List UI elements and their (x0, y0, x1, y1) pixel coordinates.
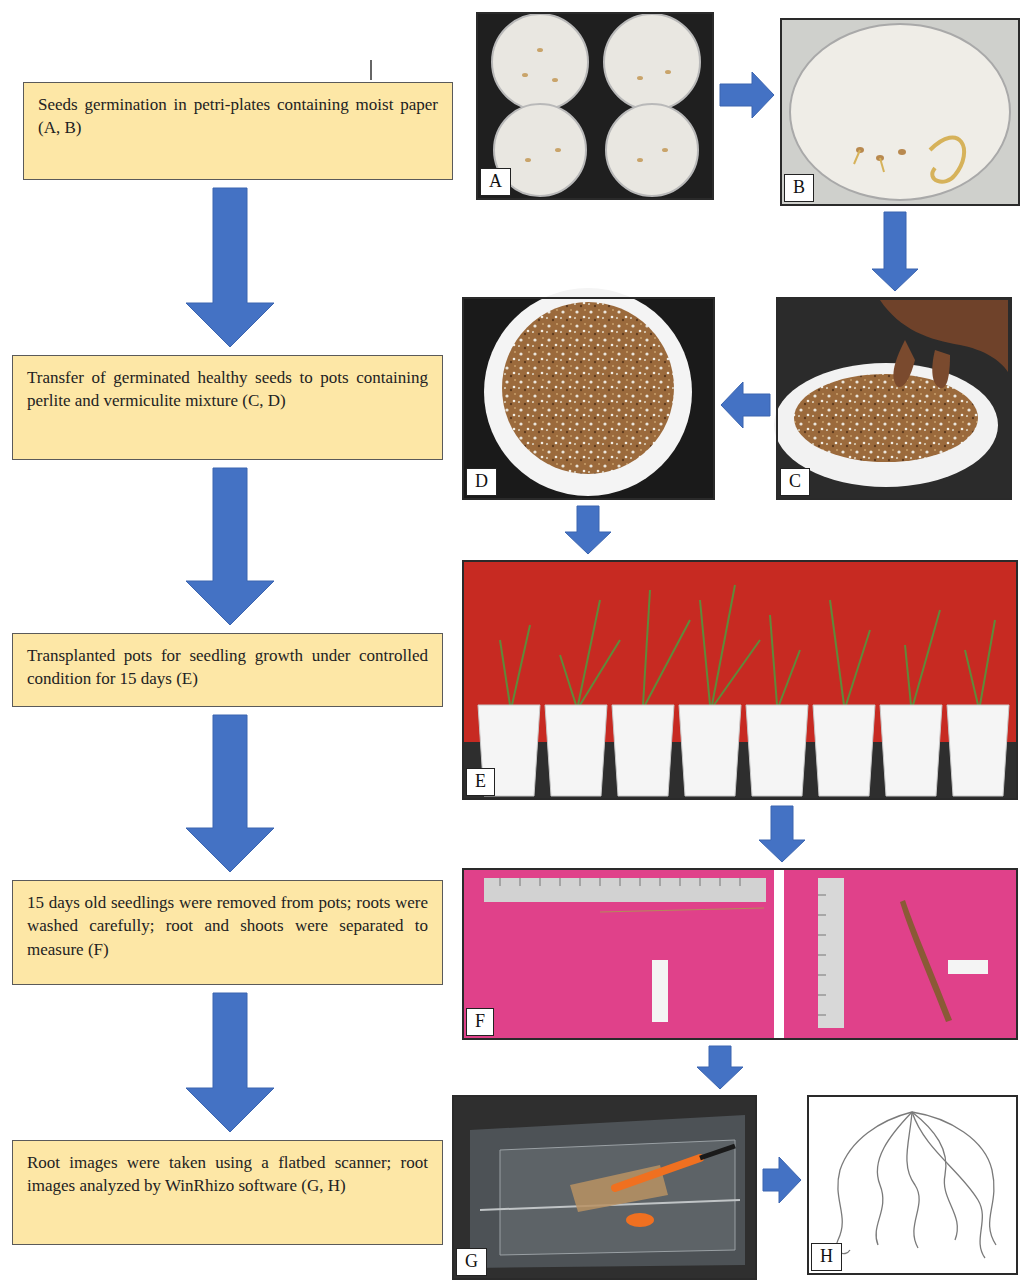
root-scan-image (809, 1097, 1016, 1273)
pot-mixture-photo (464, 288, 713, 498)
block-arrow (186, 188, 274, 347)
panel-letter: H (811, 1243, 842, 1271)
photo-panel: A (476, 12, 714, 200)
panel-letter: F (466, 1008, 494, 1036)
photo-panel: E (462, 560, 1018, 800)
step-text: Transfer of germinated healthy seeds to … (27, 366, 428, 413)
photo-panel: D (462, 297, 715, 500)
step-text: Root images were taken using a flatbed s… (27, 1151, 428, 1198)
process-box: 15 days old seedlings were removed from … (12, 880, 443, 985)
panel-letter: E (466, 768, 495, 796)
photo-panel: F (462, 868, 1018, 1040)
panel-letter: D (466, 468, 497, 496)
flatbed-scanner-photo (454, 1097, 755, 1278)
panel-letter: A (480, 168, 511, 196)
block-arrow (565, 506, 611, 554)
process-box: Seeds germination in petri-plates contai… (23, 82, 453, 180)
step-text: 15 days old seedlings were removed from … (27, 891, 428, 961)
step-text: Seeds germination in petri-plates contai… (38, 93, 438, 140)
photo-panel: G (452, 1095, 757, 1280)
process-box: Transplanted pots for seedling growth un… (12, 633, 443, 707)
block-arrow (872, 212, 918, 291)
seedling-pots-photo (464, 562, 1016, 798)
block-arrow (697, 1046, 743, 1089)
germinated-seeds-photo (782, 20, 1018, 204)
panel-letter: B (784, 174, 814, 202)
panel-letter: G (456, 1248, 487, 1276)
photo-panel: B (780, 18, 1020, 206)
block-arrow (186, 993, 274, 1132)
process-box: Root images were taken using a flatbed s… (12, 1140, 443, 1245)
block-arrow (186, 715, 274, 872)
process-box: Transfer of germinated healthy seeds to … (12, 355, 443, 460)
block-arrow (759, 806, 805, 862)
seed-transfer-photo (774, 299, 1010, 498)
block-arrow (186, 468, 274, 625)
photo-panel: C (776, 297, 1012, 500)
block-arrow (721, 382, 770, 428)
photo-panel: H (807, 1095, 1018, 1275)
panel-letter: C (780, 468, 810, 496)
block-arrow (720, 72, 774, 118)
petri-plates-photo (478, 14, 712, 198)
measurement-photos (464, 870, 1016, 1038)
block-arrow (763, 1157, 801, 1203)
step-text: Transplanted pots for seedling growth un… (27, 644, 428, 691)
tick-mark (370, 60, 372, 80)
